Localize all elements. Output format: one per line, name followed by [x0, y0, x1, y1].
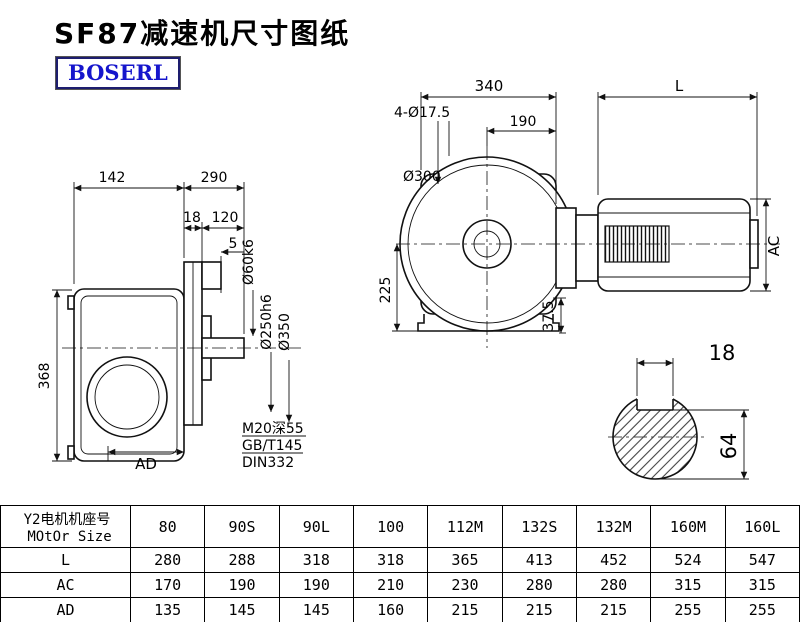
dim-290: 290 — [201, 170, 228, 186]
table-cell: 145 — [278, 597, 354, 622]
table-cell: 255 — [724, 597, 800, 622]
table-cell: 280 — [501, 572, 577, 598]
note-tap: M20深55 — [242, 421, 304, 437]
table-cell: 215 — [427, 597, 503, 622]
gearbox-side-body — [62, 261, 302, 462]
table-cell: 280 — [129, 547, 206, 573]
keyway — [637, 390, 673, 410]
dim-ad: AD — [135, 455, 157, 473]
dim-368: 368 — [37, 363, 53, 390]
label-spigot-diameter: Ø250h6 — [259, 294, 275, 350]
table-cell: 318 — [352, 547, 429, 573]
dim-120: 120 — [212, 210, 239, 226]
mounting-base — [417, 314, 560, 332]
size-col-header: 160M — [650, 505, 726, 548]
size-col-header: 132S — [501, 505, 577, 548]
tapped-hole-notes: M20深55 GB/T145 DIN332 — [242, 421, 306, 471]
table-cell: 190 — [204, 572, 280, 598]
shaft-dimensions: 18 64 — [636, 341, 749, 480]
dim-keyway-depth: 64 — [717, 433, 741, 460]
table-cell: 280 — [575, 572, 652, 598]
note-standard-2: DIN332 — [242, 455, 294, 471]
size-col-header: 100 — [352, 505, 429, 548]
dim-motor-length: L — [675, 77, 684, 95]
dim-37-5: 37.5 — [541, 300, 557, 331]
front-view-dimensions: 340 L 4-Ø17.5 190 Ø300 225 — [378, 77, 783, 334]
table-cell: 215 — [575, 597, 652, 622]
size-col-header: 90S — [204, 505, 280, 548]
table-header-row: Y2电机机座号 MOtOr Size 80 90S 90L 100 112M 1… — [0, 505, 800, 548]
row-label: AC — [0, 572, 131, 598]
table-cell: 190 — [278, 572, 354, 598]
size-col-header: 132M — [575, 505, 652, 548]
side-view: 142 290 18 120 5 368 AD — [37, 170, 306, 473]
dim-keyway-width: 18 — [709, 341, 736, 365]
table-cell: 160 — [352, 597, 429, 622]
table-cell: 365 — [427, 547, 503, 573]
motor-body — [555, 198, 759, 292]
table-cell: 215 — [501, 597, 577, 622]
label-flange-diameter-side: Ø350 — [277, 313, 293, 351]
dim-5: 5 — [229, 236, 238, 252]
dim-142: 142 — [99, 170, 126, 186]
side-view-dimensions: 142 290 18 120 5 368 AD — [37, 170, 293, 473]
table-cell: 547 — [724, 547, 800, 573]
size-col-header: 90L — [278, 505, 354, 548]
header-line1: Y2电机机座号 — [23, 511, 111, 528]
table-row-AC: AC 170 190 190 210 230 280 280 315 315 — [0, 572, 800, 598]
table-cell: 315 — [724, 572, 800, 598]
dim-bolt-holes: 4-Ø17.5 — [394, 105, 450, 121]
table-cell: 318 — [278, 547, 354, 573]
dim-225: 225 — [378, 277, 394, 304]
size-col-header: 112M — [427, 505, 503, 548]
table-row-L: L 280 288 318 318 365 413 452 524 547 — [0, 547, 800, 573]
table-cell: 315 — [650, 572, 726, 598]
table-cell: 288 — [204, 547, 280, 573]
header-line2: MOtOr Size — [27, 528, 112, 545]
table-cell: 230 — [427, 572, 503, 598]
table-row-AD: AD 135 145 145 160 215 215 215 255 255 — [0, 597, 800, 622]
gearbox-front-body — [399, 156, 575, 332]
dim-motor-ac: AC — [765, 236, 783, 256]
table-cell: 210 — [352, 572, 429, 598]
label-flange-diameter-front: Ø300 — [403, 169, 441, 185]
label-shaft-diameter: Ø60k6 — [241, 239, 257, 285]
table-header-label: Y2电机机座号 MOtOr Size — [0, 505, 131, 548]
row-label: L — [0, 547, 131, 573]
table-cell: 145 — [204, 597, 280, 622]
dim-190: 190 — [510, 114, 537, 130]
size-col-header: 160L — [724, 505, 800, 548]
size-col-header: 80 — [129, 505, 206, 548]
table-cell: 135 — [129, 597, 206, 622]
technical-drawing: 142 290 18 120 5 368 AD — [37, 77, 783, 480]
row-label: AD — [0, 597, 131, 622]
front-view: 340 L 4-Ø17.5 190 Ø300 225 — [378, 77, 783, 348]
table-cell: 524 — [650, 547, 726, 573]
dim-340: 340 — [475, 77, 504, 95]
page-title: SF87减速机尺寸图纸 — [54, 17, 351, 50]
brand-logo: BOSERL — [55, 56, 181, 90]
table-cell: 452 — [575, 547, 652, 573]
dim-18: 18 — [183, 210, 201, 226]
motor-size-table: Y2电机机座号 MOtOr Size 80 90S 90L 100 112M 1… — [0, 505, 800, 622]
note-standard-1: GB/T145 — [242, 438, 302, 454]
table-cell: 413 — [501, 547, 577, 573]
table-cell: 170 — [129, 572, 206, 598]
table-cell: 255 — [650, 597, 726, 622]
shaft-section-view: 18 64 — [608, 341, 749, 480]
